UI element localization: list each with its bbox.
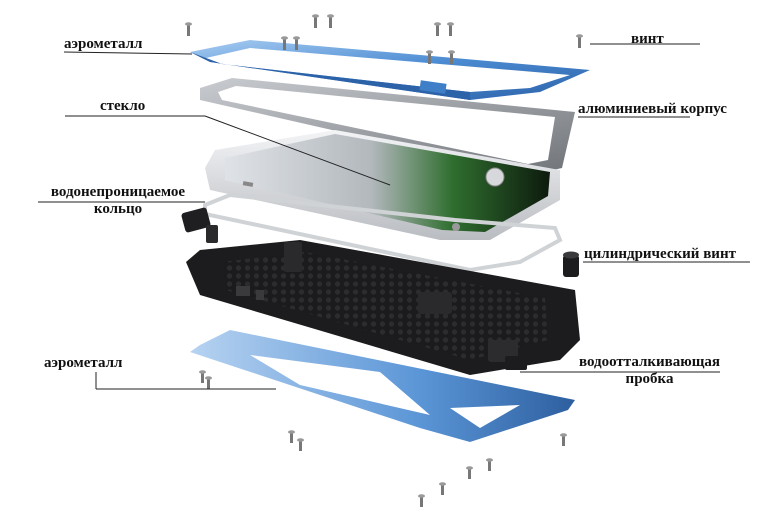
phone — [205, 130, 560, 240]
aluminum-case-frame — [200, 78, 575, 175]
screw-icon — [576, 34, 583, 48]
screw-icon — [426, 50, 433, 64]
leader-line-aerometal-top — [63, 51, 193, 55]
screw-icon — [486, 458, 493, 471]
label-screw: винт — [631, 31, 664, 47]
cylinder-screw — [563, 251, 579, 277]
screw-icon — [560, 433, 567, 446]
label-water-plug: водоотталкивающая пробка — [562, 354, 737, 388]
label-water-plug-line2: пробка — [625, 371, 674, 387]
screw-icon — [312, 14, 319, 28]
bottom-aerometal-plate — [190, 330, 575, 442]
label-aerometal-top: аэрометалл — [64, 36, 143, 52]
label-waterproof-ring-line1: водонепроницаемое — [50, 184, 186, 200]
screw-icon — [447, 22, 454, 36]
left-plugs — [181, 207, 218, 243]
screw-icon — [297, 438, 304, 451]
waterproof-ring — [203, 192, 563, 273]
screw-icon — [288, 430, 295, 443]
label-aerometal-bottom: аэрометалл — [44, 355, 123, 371]
screw-icon — [434, 22, 441, 36]
label-aluminum-case: алюминиевый корпус — [578, 101, 727, 117]
bottom-screws — [199, 370, 567, 507]
screw-icon — [185, 22, 192, 36]
label-waterproof-ring: водонепроницаемое кольцо — [38, 184, 198, 218]
leader-line-glass-diag — [204, 115, 391, 186]
top-aerometal-frame — [190, 40, 590, 100]
top-screws — [185, 14, 583, 64]
screw-icon — [466, 466, 473, 479]
label-glass: стекло — [100, 98, 146, 114]
screw-icon — [293, 36, 300, 50]
screw-icon — [418, 494, 425, 507]
water-plug — [505, 356, 527, 370]
screw-icon — [439, 482, 446, 495]
label-water-plug-line1: водоотталкивающая — [578, 354, 721, 370]
screw-icon — [199, 370, 206, 383]
screw-icon — [281, 36, 288, 50]
screw-icon — [205, 376, 212, 389]
leader-lines — [38, 43, 750, 390]
label-waterproof-ring-line2: кольцо — [93, 201, 143, 217]
screw-icon — [448, 50, 455, 64]
screw-icon — [327, 14, 334, 28]
label-cylinder-screw: цилиндрический винт — [584, 246, 736, 262]
